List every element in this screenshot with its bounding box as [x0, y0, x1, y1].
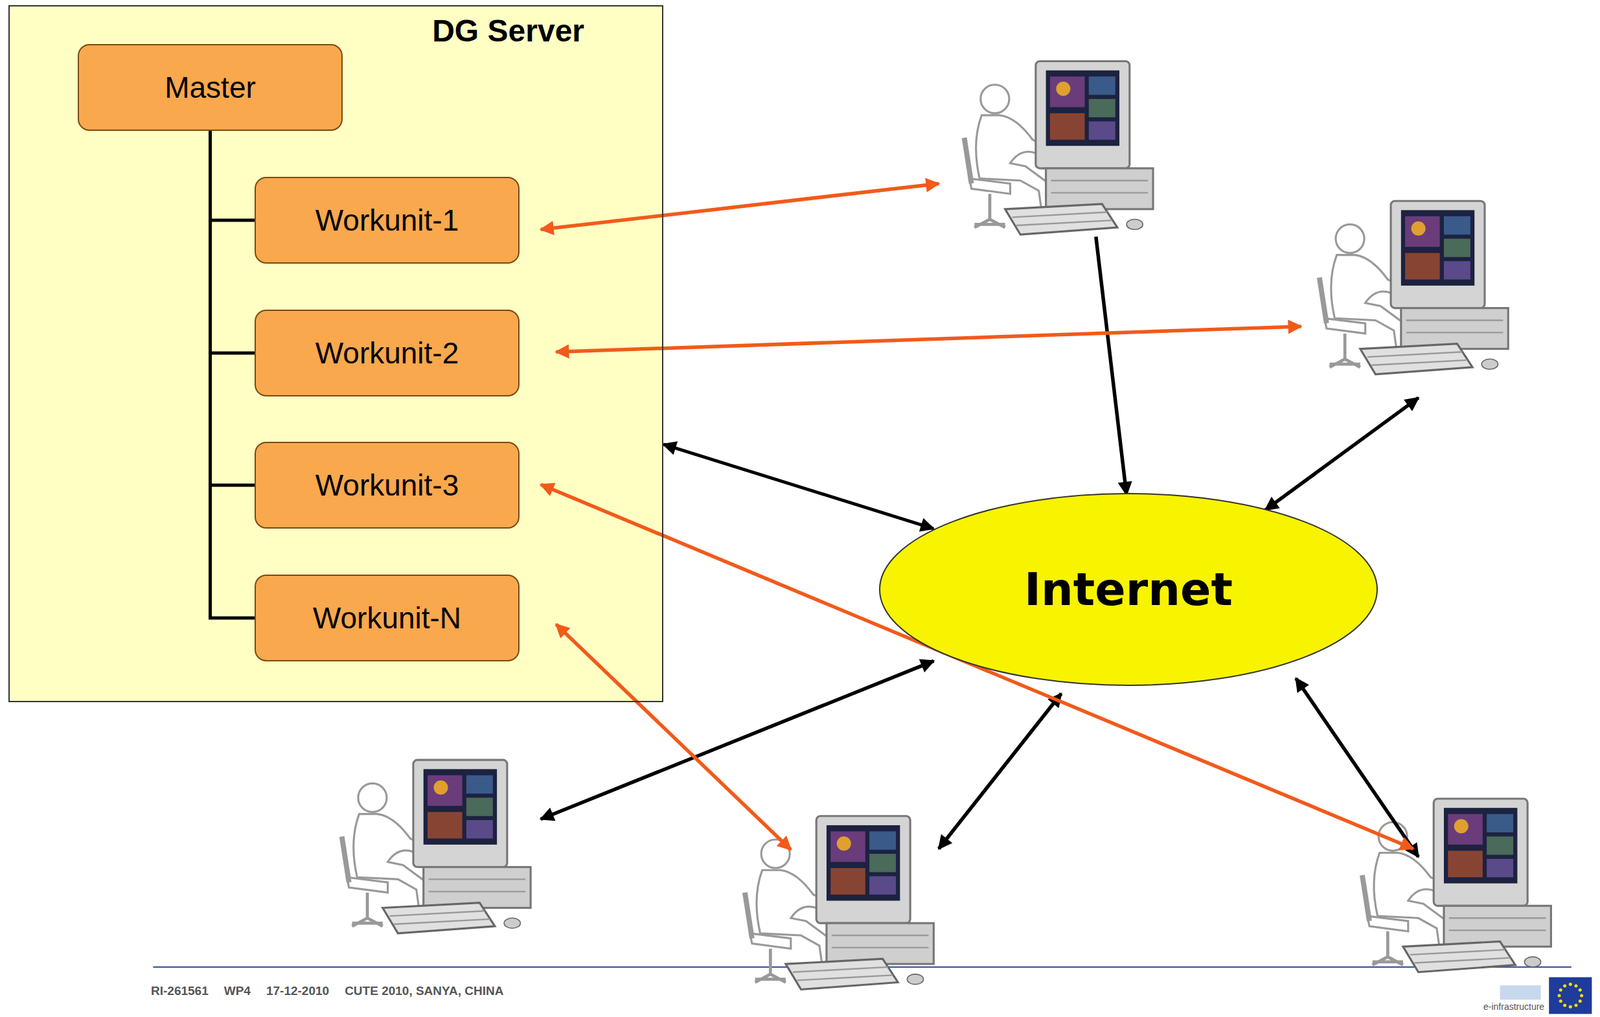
eu-star [1579, 993, 1584, 997]
internet-link [540, 660, 934, 819]
workunit-link [540, 183, 939, 230]
node-label: Workunit-N [312, 600, 462, 636]
eu-star [1578, 999, 1582, 1003]
footer: RI-261561 WP4 17-12-2010 CUTE 2010, SANYA, … [150, 983, 519, 999]
eu-flag [1548, 977, 1592, 1015]
footer-text: RI-261561 [150, 983, 209, 999]
node-label: Internet [1024, 562, 1233, 617]
node-label: Workunit-2 [315, 335, 460, 371]
eu-star [1563, 983, 1567, 988]
eu-star [1559, 999, 1563, 1003]
user-computer [342, 759, 531, 934]
server-region-fill [8, 5, 664, 703]
internet-link [1265, 397, 1418, 510]
logo-mark [1500, 985, 1542, 1000]
internet-link [1096, 236, 1127, 495]
logo-text: e-infrastructure [1483, 1001, 1545, 1012]
node-label: Workunit-3 [315, 467, 460, 503]
internet-link [938, 693, 1062, 849]
eu-star [1578, 988, 1582, 992]
region-title: DG Server [432, 12, 585, 49]
tree-line [210, 130, 256, 221]
eu-star [1559, 988, 1563, 992]
user-computer [1319, 200, 1509, 375]
workunit-box: Workunit-3 [254, 441, 520, 529]
eu-star [1563, 1003, 1567, 1007]
user-computer [744, 816, 934, 990]
workunit-link [540, 484, 1414, 849]
tree-line [210, 130, 256, 354]
user-computer [964, 60, 1154, 235]
tree-line [210, 130, 256, 618]
internet-link [1296, 678, 1419, 858]
workunit-box: Workunit-2 [254, 309, 520, 397]
tree-line [210, 130, 256, 486]
workunit-link [556, 624, 791, 850]
node-label: Workunit-1 [315, 202, 460, 238]
eu-star [1574, 983, 1578, 988]
master-box: Master [77, 44, 343, 131]
node-label: Master [164, 69, 256, 105]
eu-star [1568, 982, 1573, 986]
user-computer [1362, 798, 1551, 973]
workunit-link [556, 326, 1302, 352]
workunit-box: Workunit-1 [254, 176, 520, 264]
eu-star [1557, 993, 1561, 997]
eu-star [1568, 1005, 1573, 1009]
eu-stars [1557, 982, 1584, 1009]
footer-text: CUTE 2010, SANYA, CHINA [344, 983, 504, 999]
server-region: DG ServerMasterWorkunit-1Workunit-2Worku… [8, 5, 664, 703]
footer-text: WP4 [224, 983, 251, 999]
workunit-box: Workunit-N [254, 574, 520, 662]
footer-text: 17-12-2010 [266, 983, 330, 999]
internet-cloud: Internet [878, 492, 1379, 687]
eu-star [1574, 1003, 1578, 1007]
network-link [663, 444, 934, 529]
